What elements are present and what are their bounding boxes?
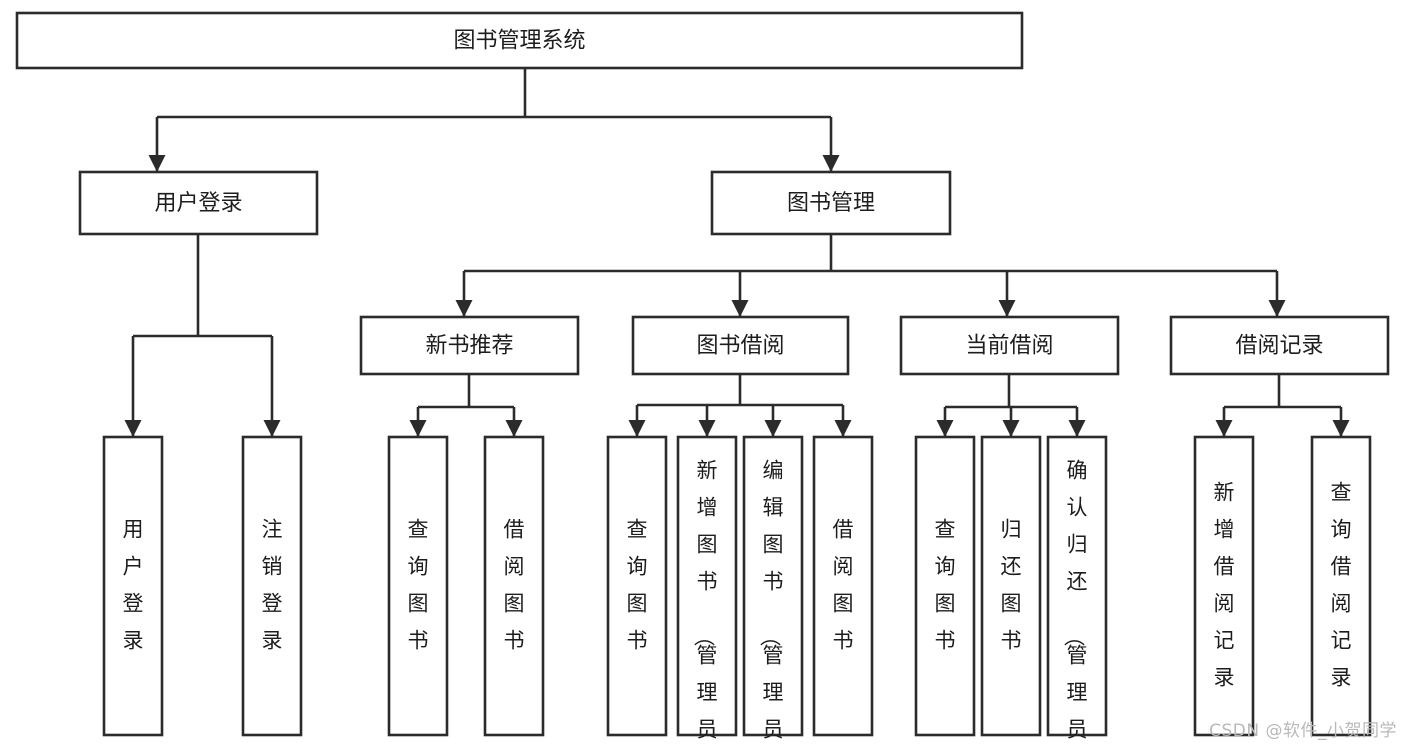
node-label: 图书借阅 xyxy=(696,334,784,359)
node-leaf-query-borrow-record[interactable]: 查询借阅记录 xyxy=(1310,435,1372,737)
node-label: 查询借阅记录 xyxy=(1331,481,1352,690)
node-label: 注销登录 xyxy=(262,518,283,653)
arrow-head-icon xyxy=(455,300,473,317)
arrow-head-icon xyxy=(936,420,954,437)
node-leaf-edit-book[interactable]: 编辑图书（管理员） xyxy=(742,435,804,747)
connector-bus-borrow-record xyxy=(1215,374,1350,437)
arrow-head-icon xyxy=(698,420,716,437)
node-label: 新书推荐 xyxy=(425,334,513,359)
node-box[interactable] xyxy=(15,11,1024,70)
connector-bus-book-management xyxy=(455,234,1286,317)
node-box[interactable] xyxy=(387,435,449,737)
arrow-head-icon xyxy=(1268,300,1286,317)
node-leaf-return-book[interactable]: 归还图书 xyxy=(980,435,1042,737)
node-label: 归还图书 xyxy=(1001,518,1022,653)
node-box[interactable] xyxy=(102,435,164,737)
connector-bus-user-login xyxy=(124,234,281,437)
node-box[interactable] xyxy=(742,435,804,737)
node-label: 用户登录 xyxy=(123,518,144,653)
node-user-login[interactable]: 用户登录 xyxy=(78,170,319,236)
connector-bus-new-book-recommend xyxy=(409,374,523,437)
node-leaf-query-book-current[interactable]: 查询图书 xyxy=(914,435,976,737)
node-leaf-borrow-book[interactable]: 借阅图书 xyxy=(812,435,874,737)
node-box[interactable] xyxy=(812,435,874,737)
connector-bus-root xyxy=(148,68,840,172)
arrow-head-icon xyxy=(124,420,142,437)
arrow-head-icon xyxy=(822,155,840,172)
node-leaf-logout[interactable]: 注销登录 xyxy=(241,435,303,737)
node-new-book-recommend[interactable]: 新书推荐 xyxy=(359,315,580,376)
node-book-management[interactable]: 图书管理 xyxy=(710,170,952,236)
node-label: 借阅图书 xyxy=(833,518,854,653)
node-leaf-query-book-recommend[interactable]: 查询图书 xyxy=(387,435,449,737)
node-label: 新增图书（管理员） xyxy=(692,459,718,747)
node-leaf-add-borrow-record[interactable]: 新增借阅记录 xyxy=(1193,435,1255,737)
arrow-head-icon xyxy=(628,420,646,437)
node-label: 借阅记录 xyxy=(1235,334,1323,359)
node-borrow-record[interactable]: 借阅记录 xyxy=(1169,315,1390,376)
node-label: 确认归还（管理员） xyxy=(1062,459,1088,747)
arrow-head-icon xyxy=(148,155,166,172)
node-leaf-user-login[interactable]: 用户登录 xyxy=(102,435,164,737)
node-label: 借阅图书 xyxy=(504,518,525,653)
node-box[interactable] xyxy=(359,315,580,376)
arrow-head-icon xyxy=(764,420,782,437)
node-box[interactable] xyxy=(1169,315,1390,376)
connector-bus-book-borrow xyxy=(628,374,852,437)
arrow-head-icon xyxy=(1215,420,1233,437)
node-label: 查询图书 xyxy=(935,518,956,653)
node-box[interactable] xyxy=(914,435,976,737)
node-box[interactable] xyxy=(1193,435,1255,737)
arrow-head-icon xyxy=(1332,420,1350,437)
node-label: 查询图书 xyxy=(408,518,429,653)
node-leaf-query-book-borrow[interactable]: 查询图书 xyxy=(606,435,668,737)
arrow-head-icon xyxy=(834,420,852,437)
node-box[interactable] xyxy=(483,435,545,737)
node-box[interactable] xyxy=(980,435,1042,737)
arrow-head-icon xyxy=(731,300,749,317)
arrow-head-icon xyxy=(998,300,1016,317)
arrow-head-icon xyxy=(1002,420,1020,437)
node-box[interactable] xyxy=(241,435,303,737)
node-label: 用户登录 xyxy=(154,191,242,216)
arrow-head-icon xyxy=(263,420,281,437)
node-box[interactable] xyxy=(899,315,1120,376)
node-box[interactable] xyxy=(676,435,738,737)
nodes-layer: 图书管理系统用户登录图书管理新书推荐图书借阅当前借阅借阅记录用户登录注销登录查询… xyxy=(15,11,1390,747)
node-label: 新增借阅记录 xyxy=(1214,481,1235,690)
node-box[interactable] xyxy=(606,435,668,737)
node-book-borrow[interactable]: 图书借阅 xyxy=(631,315,850,376)
connectors-layer xyxy=(124,68,1350,437)
node-box[interactable] xyxy=(710,170,952,236)
arrow-head-icon xyxy=(1068,420,1086,437)
node-box[interactable] xyxy=(631,315,850,376)
node-root-图书管理系统[interactable]: 图书管理系统 xyxy=(15,11,1024,70)
connector-bus-current-borrow xyxy=(936,374,1086,437)
node-leaf-borrow-book-recommend[interactable]: 借阅图书 xyxy=(483,435,545,737)
node-label: 编辑图书（管理员） xyxy=(758,459,784,747)
node-label: 图书管理系统 xyxy=(453,29,585,54)
node-current-borrow[interactable]: 当前借阅 xyxy=(899,315,1120,376)
node-box[interactable] xyxy=(78,170,319,236)
node-label: 图书管理 xyxy=(787,191,875,216)
node-box[interactable] xyxy=(1046,435,1108,737)
node-box[interactable] xyxy=(1310,435,1372,737)
arrow-head-icon xyxy=(505,420,523,437)
node-leaf-confirm-return[interactable]: 确认归还（管理员） xyxy=(1046,435,1108,747)
node-label: 当前借阅 xyxy=(965,334,1053,359)
node-label: 查询图书 xyxy=(627,518,648,653)
node-leaf-add-book[interactable]: 新增图书（管理员） xyxy=(676,435,738,747)
arrow-head-icon xyxy=(409,420,427,437)
